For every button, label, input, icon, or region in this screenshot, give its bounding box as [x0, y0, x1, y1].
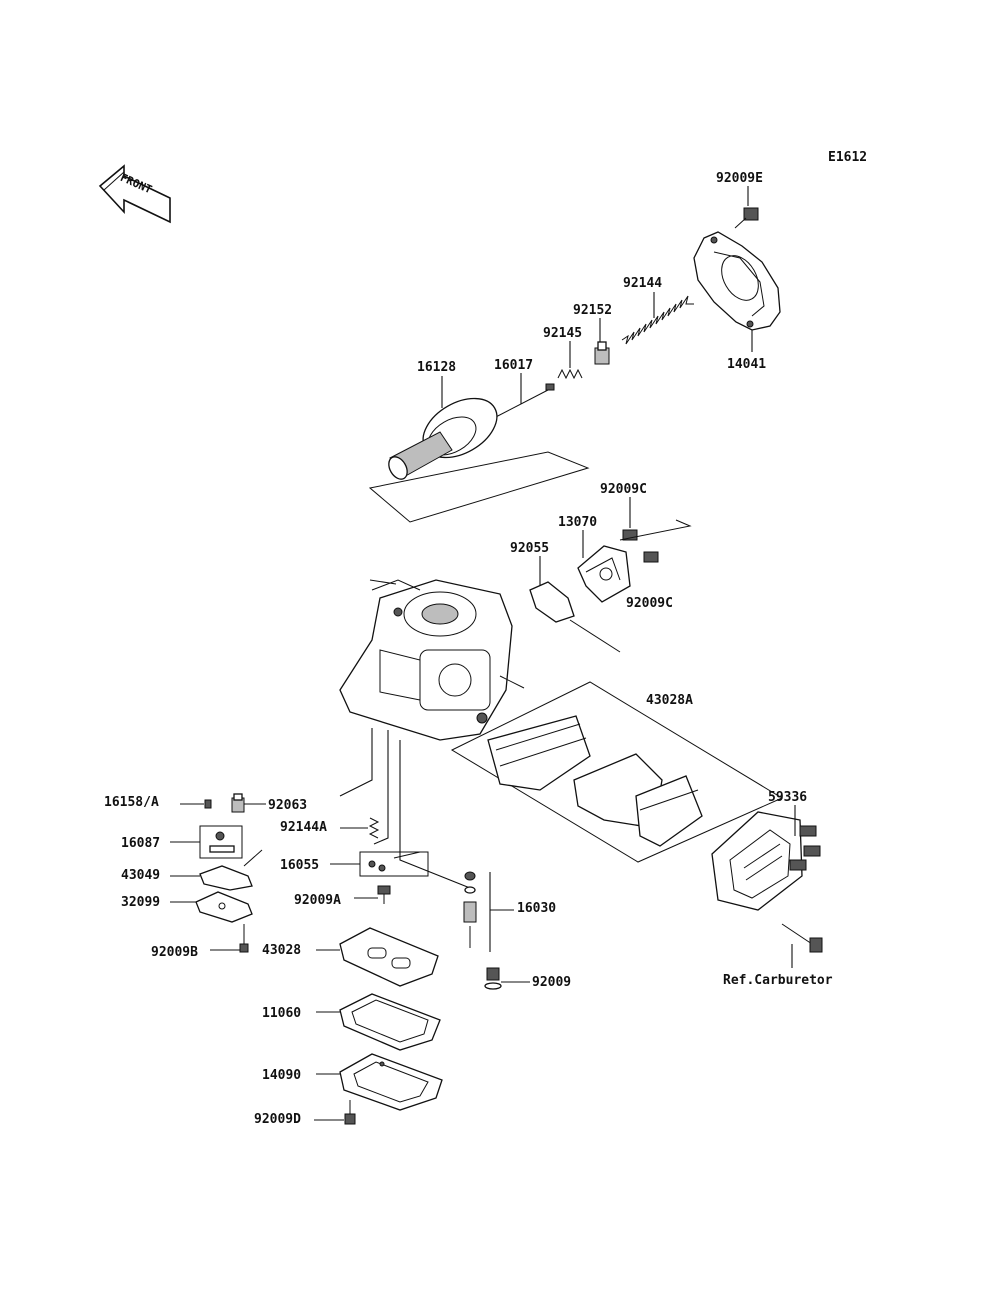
bolt-carburetor-icon — [781, 923, 823, 953]
fitting-92152-icon — [594, 341, 610, 365]
cover-14041-icon — [693, 231, 781, 331]
label-32099: 32099 — [121, 895, 160, 910]
gaskets-43028A-icon — [450, 681, 784, 863]
label-16055: 16055 — [280, 858, 319, 873]
jet-92063-icon — [231, 793, 245, 813]
spring-92145-icon — [557, 368, 583, 380]
label-92144A: 92144A — [280, 820, 327, 835]
bracket-13070-icon — [577, 545, 631, 603]
gasket-43028-icon — [339, 927, 439, 987]
diagram-code: E1612 — [828, 150, 867, 165]
spring-92144A-icon — [368, 817, 380, 839]
label-92145: 92145 — [543, 326, 582, 341]
label-16017: 16017 — [494, 358, 533, 373]
label-16030: 16030 — [517, 901, 556, 916]
label-92009C-top: 92009C — [600, 482, 647, 497]
cover-14090-icon — [339, 1053, 443, 1111]
label-16128: 16128 — [417, 360, 456, 375]
label-92009E: 92009E — [716, 171, 763, 186]
carburetor-body-icon — [339, 579, 513, 741]
needle-valve-16030-icon — [463, 871, 477, 948]
screw-92009E-icon — [734, 207, 759, 229]
label-43028: 43028 — [262, 943, 301, 958]
screw-92009A-icon — [377, 885, 391, 904]
fuel-pump-59336-icon — [711, 811, 821, 911]
screw-92009D-icon — [344, 1100, 356, 1125]
label-92009D: 92009D — [254, 1112, 301, 1127]
front-arrow-icon: FRONT — [98, 164, 171, 224]
kit-16055-icon — [359, 851, 429, 877]
screw-16158A-icon — [204, 799, 212, 809]
label-92152: 92152 — [573, 303, 612, 318]
needle-16017-icon — [489, 383, 555, 421]
label-16087: 16087 — [121, 836, 160, 851]
label-92144: 92144 — [623, 276, 662, 291]
gasket-92055-icon — [529, 581, 575, 623]
label-13070: 13070 — [558, 515, 597, 530]
screw-92009C-top-icon — [622, 529, 638, 541]
gasket-43049-icon — [199, 865, 253, 891]
label-16158A: 16158/A — [104, 795, 159, 810]
label-11060: 11060 — [262, 1006, 301, 1021]
diaphragm-16128-icon — [388, 397, 498, 480]
screw-92009C-bottom-icon — [643, 551, 659, 563]
label-92055: 92055 — [510, 541, 549, 556]
screw-92009-icon — [484, 967, 502, 990]
label-92009A: 92009A — [294, 893, 341, 908]
label-92063: 92063 — [268, 798, 307, 813]
label-14090: 14090 — [262, 1068, 301, 1083]
gasket-11060-icon — [339, 993, 441, 1051]
label-92009: 92009 — [532, 975, 571, 990]
cover-32099-icon — [195, 891, 253, 923]
spring-92144-icon — [621, 295, 694, 345]
label-43049: 43049 — [121, 868, 160, 883]
label-92009C-bottom: 92009C — [626, 596, 673, 611]
label-14041: 14041 — [727, 357, 766, 372]
label-59336: 59336 — [768, 790, 807, 805]
kit-16087-icon — [199, 825, 243, 859]
label-92009B: 92009B — [151, 945, 198, 960]
label-43028A: 43028A — [646, 693, 693, 708]
screw-92009B-icon — [239, 924, 249, 953]
reference-note: Ref.Carburetor — [723, 973, 833, 988]
